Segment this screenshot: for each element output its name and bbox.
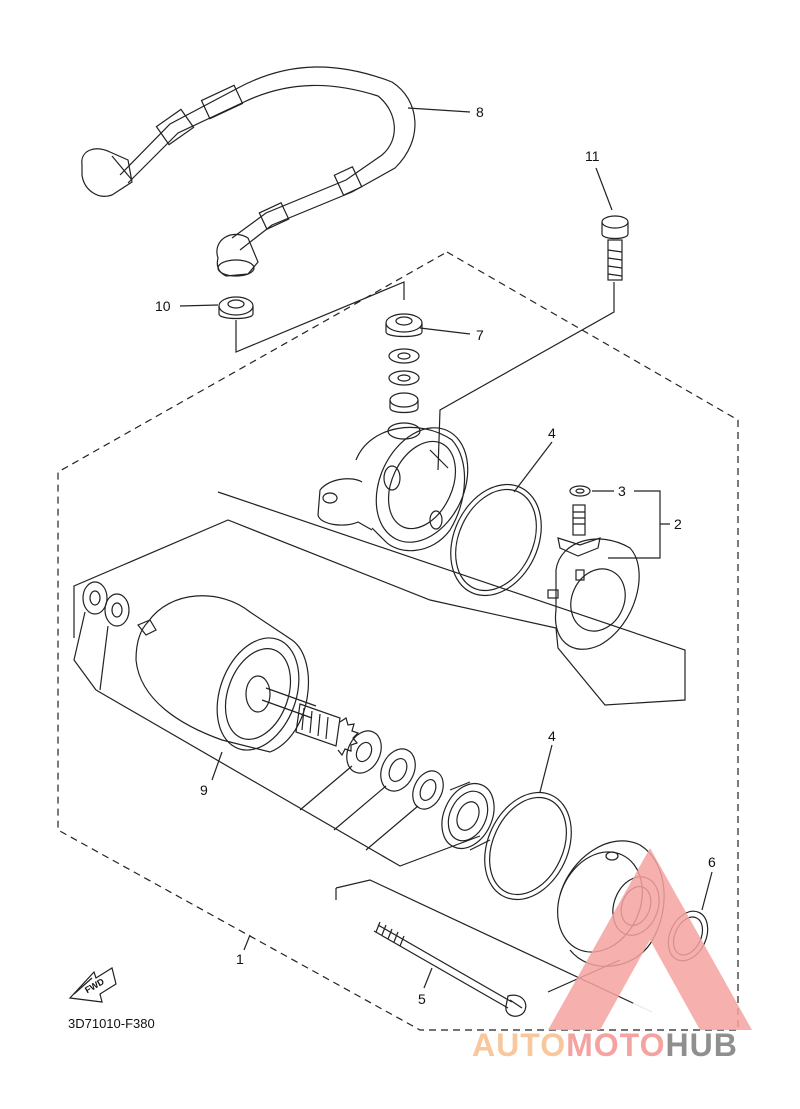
subassembly-boundary <box>73 491 686 706</box>
washer-large-1 <box>346 730 382 774</box>
part-label-11: 11 <box>585 148 600 164</box>
leader-4-top <box>513 441 553 493</box>
part-label-2: 2 <box>674 516 682 532</box>
part-label-7: 7 <box>476 327 484 343</box>
watermark-triangle-icon <box>548 848 752 1030</box>
part-label-5: 5 <box>418 991 426 1007</box>
lead-wire <box>119 66 416 251</box>
assembly-boundary <box>57 251 739 1031</box>
leader-8 <box>211 751 223 781</box>
right-terminal-cap <box>216 233 259 277</box>
o-ring-4-top <box>450 483 542 597</box>
part-label-8: 9 <box>200 782 208 798</box>
bolt-guide-line <box>437 282 615 471</box>
washer-large-2 <box>380 748 416 792</box>
washer-stack <box>387 348 421 440</box>
washer-small-a <box>82 581 108 615</box>
leader-2-bracket <box>608 490 670 559</box>
part-label-6: 6 <box>708 854 716 870</box>
leader-7 <box>419 327 471 335</box>
washer-large-3 <box>412 770 444 810</box>
diagram-code: 3D71010-F380 <box>68 1016 155 1031</box>
leader-4-bottom <box>539 744 553 793</box>
part-label-4-bottom: 4 <box>548 728 556 744</box>
armature-guide-line <box>95 689 481 867</box>
leader-5 <box>423 967 433 989</box>
armature-yoke <box>135 595 360 757</box>
bolt-guide-5 <box>335 879 653 1013</box>
nut-10 <box>218 296 254 320</box>
fwd-arrow-icon <box>68 967 117 1003</box>
part-label-4-top: 4 <box>548 425 556 441</box>
front-cover <box>317 426 469 552</box>
brush-holder-2 <box>547 504 640 650</box>
leader-9 <box>407 107 471 113</box>
terminal-guide-line <box>235 281 405 353</box>
leader-10 <box>179 304 219 307</box>
long-bolt-5 <box>373 921 527 1017</box>
part-label-3: 3 <box>618 483 626 499</box>
leader-1 <box>243 934 251 951</box>
part-label-10: 10 <box>155 298 171 314</box>
part-label-9: 8 <box>476 104 484 120</box>
watermark-word-moto: MOTO <box>566 1027 665 1063</box>
o-ring-4-bottom <box>484 791 572 901</box>
part-label-1: 1 <box>236 951 244 967</box>
leader-6 <box>701 871 713 911</box>
washer-3 <box>569 485 591 497</box>
left-terminal-cap <box>81 148 133 197</box>
watermark-text: AUTOMOTOHUB <box>472 1027 738 1063</box>
bearing <box>441 781 495 851</box>
watermark-word-auto: AUTO <box>472 1027 566 1063</box>
washer-leader-lines <box>299 765 419 851</box>
bolt-11 <box>601 215 629 281</box>
watermark-word-hub: HUB <box>665 1027 737 1063</box>
washer-small-b <box>104 593 130 627</box>
leader-11 <box>595 167 613 211</box>
nut-7 <box>385 313 423 338</box>
washer-guide-lines <box>73 611 109 691</box>
watermark-logo <box>548 848 752 1030</box>
